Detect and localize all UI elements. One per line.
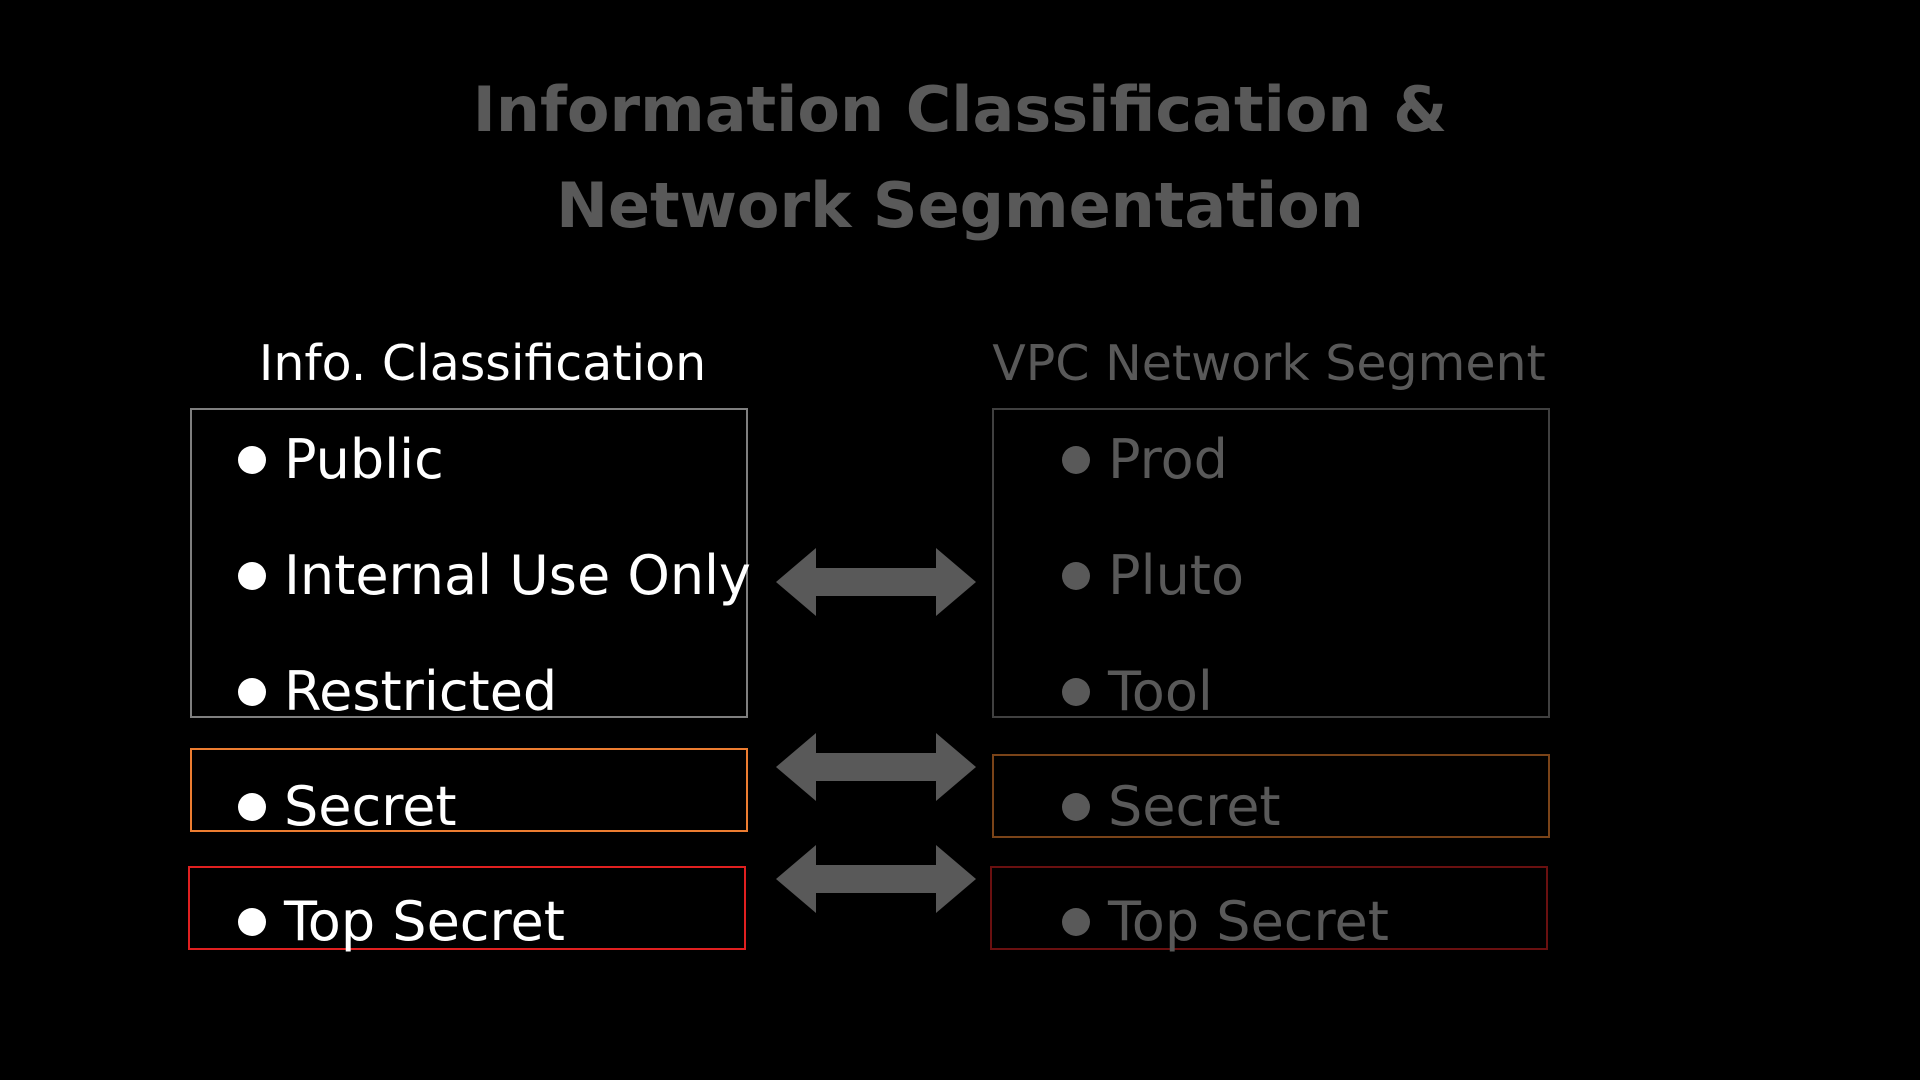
bullet-icon	[238, 562, 266, 590]
item-label: Top Secret	[1108, 890, 1389, 953]
title-line-2: Network Segmentation	[556, 169, 1364, 242]
item-label: Secret	[1108, 775, 1281, 838]
double-arrow-icon	[776, 845, 976, 913]
slide-title: Information Classification & Network Seg…	[0, 62, 1920, 254]
item-label: Top Secret	[284, 890, 565, 953]
item-label: Secret	[284, 775, 457, 838]
top-secret-segment-box	[990, 866, 1548, 950]
classification-item-public: Public	[238, 428, 444, 492]
info-classification-heading: Info. Classification	[258, 335, 707, 392]
segment-item-top-secret: Top Secret	[1062, 890, 1389, 954]
item-label: Pluto	[1108, 544, 1245, 607]
general-classification-box	[190, 408, 748, 718]
bullet-icon	[238, 446, 266, 474]
segment-item-tool: Tool	[1062, 660, 1213, 724]
classification-item-restricted: Restricted	[238, 660, 557, 724]
segment-item-prod: Prod	[1062, 428, 1228, 492]
bullet-icon	[1062, 446, 1090, 474]
top-secret-classification-box	[188, 866, 746, 950]
bullet-icon	[1062, 562, 1090, 590]
classification-item-internal: Internal Use Only	[238, 544, 751, 608]
bullet-icon	[238, 793, 266, 821]
item-label: Prod	[1108, 428, 1228, 491]
bullet-icon	[1062, 793, 1090, 821]
double-arrow-icon	[776, 733, 976, 801]
segment-item-secret: Secret	[1062, 775, 1281, 839]
classification-item-secret: Secret	[238, 775, 457, 839]
double-arrow-icon	[776, 548, 976, 616]
segment-item-pluto: Pluto	[1062, 544, 1244, 608]
item-label: Restricted	[284, 660, 558, 723]
secret-classification-box	[190, 748, 748, 832]
title-line-1: Information Classification &	[472, 73, 1448, 146]
bullet-icon	[238, 678, 266, 706]
bullet-icon	[1062, 908, 1090, 936]
general-segment-box	[992, 408, 1550, 718]
bullet-icon	[1062, 678, 1090, 706]
vpc-network-segment-heading: VPC Network Segment	[992, 335, 1546, 392]
secret-segment-box	[992, 754, 1550, 838]
item-label: Public	[284, 428, 444, 491]
bullet-icon	[238, 908, 266, 936]
classification-item-top-secret: Top Secret	[238, 890, 565, 954]
item-label: Internal Use Only	[284, 544, 752, 607]
item-label: Tool	[1108, 660, 1213, 723]
